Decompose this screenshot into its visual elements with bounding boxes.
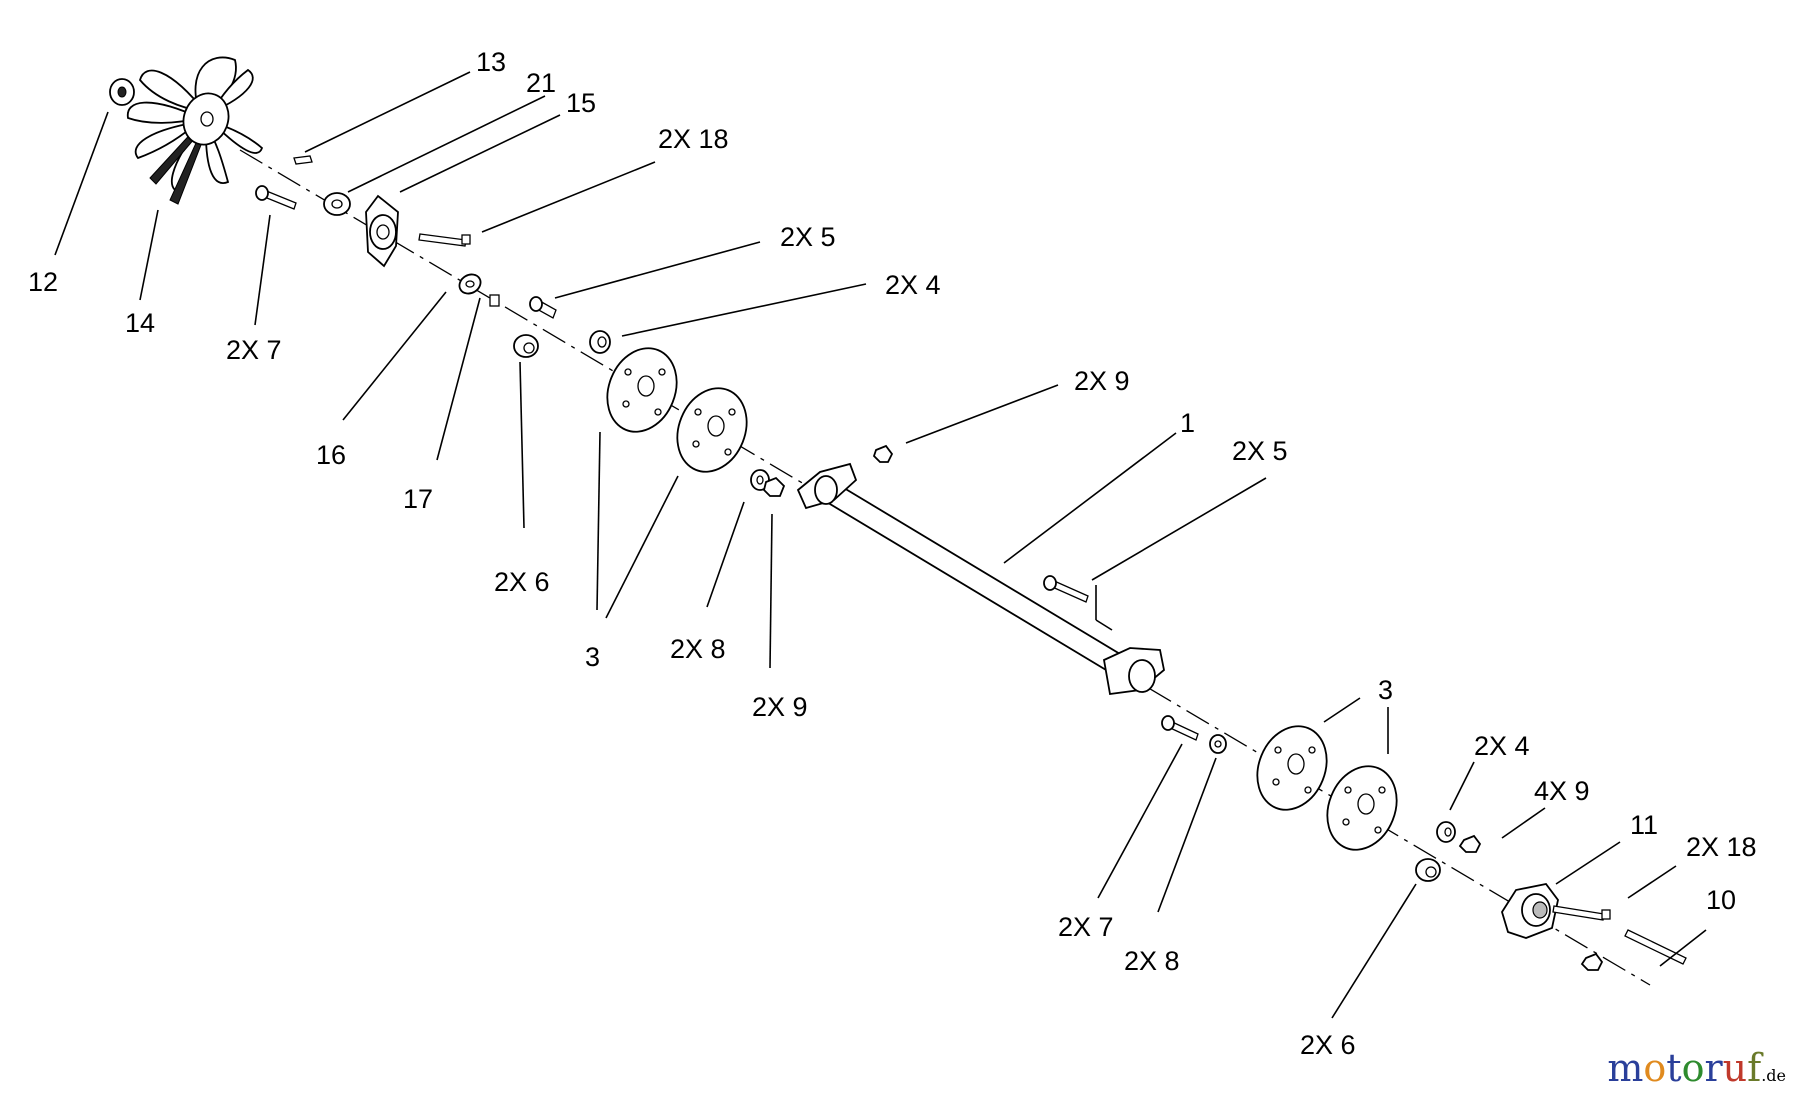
callout-14: 14 xyxy=(125,308,155,338)
callout-3-lower: 3 xyxy=(1378,675,1393,705)
part-spacer-6-lower xyxy=(1415,858,1441,882)
part-bolt-7-upper xyxy=(255,185,297,210)
part-bushing-4-upper xyxy=(589,330,611,354)
part-fan xyxy=(127,56,264,205)
callout-5-upper: 2X 5 xyxy=(780,222,836,252)
part-washer-12 xyxy=(109,78,135,106)
part-bolt-17 xyxy=(489,294,500,307)
callout-4-lower: 2X 4 xyxy=(1474,731,1530,761)
callout-1: 1 xyxy=(1180,408,1195,438)
callout-18-lower: 2X 18 xyxy=(1686,832,1757,862)
callout-10: 10 xyxy=(1706,885,1736,915)
callout-11: 11 xyxy=(1630,810,1658,840)
callout-9-upper: 2X 9 xyxy=(752,692,808,722)
callout-18-upper: 2X 18 xyxy=(658,124,729,154)
part-hub-3-lower-a xyxy=(1256,725,1328,811)
callout-17: 17 xyxy=(403,484,433,514)
watermark-letter: o xyxy=(1681,1046,1705,1090)
watermark-tld: .de xyxy=(1761,1066,1786,1085)
part-flange-bearing-15 xyxy=(365,194,471,268)
part-key-13 xyxy=(293,155,313,165)
callout-6-lower: 2X 6 xyxy=(1300,1030,1356,1060)
callout-15: 15 xyxy=(566,88,596,118)
callout-labels: 12 14 13 21 15 2X 7 2X 18 16 17 2X 5 2X … xyxy=(28,47,1757,1060)
part-hub-3-lower-b xyxy=(1326,765,1398,851)
watermark-text: motoruf xyxy=(1607,1046,1761,1090)
callout-7-lower: 2X 7 xyxy=(1058,912,1114,942)
callout-8-lower: 2X 8 xyxy=(1124,946,1180,976)
part-shaft-flange-right xyxy=(1102,647,1165,696)
part-washer-21 xyxy=(323,192,351,216)
part-bushing-4-lower xyxy=(1436,821,1456,843)
callout-16: 16 xyxy=(316,440,346,470)
callout-3-upper: 3 xyxy=(585,642,600,672)
callout-5-lower: 2X 5 xyxy=(1232,436,1288,466)
watermark-letter: t xyxy=(1666,1046,1682,1090)
callout-21: 21 xyxy=(526,68,556,98)
callout-12: 12 xyxy=(28,267,58,297)
part-bolt-5-lower xyxy=(1043,575,1089,603)
callout-7-upper: 2X 7 xyxy=(226,335,282,365)
part-nut-9-shaft xyxy=(872,444,894,463)
leader-lines xyxy=(54,71,1707,1019)
watermark-letter: r xyxy=(1704,1046,1723,1090)
part-nut-9-flange xyxy=(1580,952,1604,971)
part-nut-9-lower xyxy=(1458,834,1482,853)
part-bolt-5-upper xyxy=(529,296,557,319)
callout-9-lower: 4X 9 xyxy=(1534,776,1590,806)
watermark-letter: u xyxy=(1722,1046,1748,1090)
part-shaft-flange-left xyxy=(796,462,858,510)
part-spacer-6-upper xyxy=(513,334,539,358)
part-nut-9-upper xyxy=(763,476,786,497)
part-bolt-7-lower xyxy=(1161,715,1199,741)
watermark-letter: f xyxy=(1747,1046,1762,1090)
watermark-letter: o xyxy=(1643,1046,1667,1090)
motoruf-watermark-logo: motoruf.de xyxy=(1607,1046,1786,1090)
part-flange-bearing-11 xyxy=(1501,883,1611,939)
callout-13: 13 xyxy=(476,47,506,77)
part-retainer-16 xyxy=(458,273,482,295)
watermark-letter: m xyxy=(1607,1046,1644,1090)
part-hub-3-upper-b xyxy=(676,387,748,473)
callout-6-upper: 2X 6 xyxy=(494,567,550,597)
part-washer-8-lower xyxy=(1209,734,1227,754)
callout-8-upper: 2X 8 xyxy=(670,634,726,664)
callout-4-upper: 2X 4 xyxy=(885,270,941,300)
part-hub-3-upper-a xyxy=(606,347,678,433)
callout-9-shaft: 2X 9 xyxy=(1074,366,1130,396)
part-pin-10 xyxy=(1624,929,1687,965)
